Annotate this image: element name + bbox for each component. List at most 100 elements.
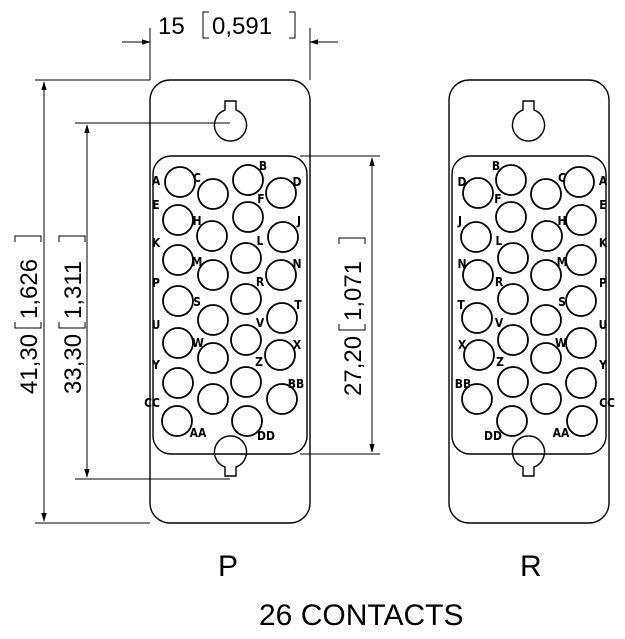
contact-label-p: P <box>152 276 160 290</box>
width-value: 15 <box>158 13 185 40</box>
contact-p <box>565 285 597 317</box>
contact-label-bb: BB <box>455 377 471 391</box>
contact-label-u: U <box>599 318 608 332</box>
contact-r <box>230 283 262 315</box>
dimension-insert-height: 27,20 1,071 <box>300 155 380 455</box>
contact-v <box>497 324 529 356</box>
contact-label-r: R <box>256 275 265 289</box>
mounting-hole-bottom-p <box>213 435 248 477</box>
contact-d <box>265 177 297 209</box>
contact-label-l: L <box>496 234 503 248</box>
contact-bb <box>461 383 493 415</box>
contact-label-a: A <box>599 174 608 188</box>
contact-label-d: D <box>458 175 467 189</box>
contact-label-y: Y <box>598 358 607 372</box>
contact-aa <box>530 383 562 415</box>
contact-label-w: W <box>192 336 204 350</box>
mounting-hole-bottom-r <box>511 435 546 477</box>
view-p-label: P <box>218 550 238 583</box>
contact-label-x: X <box>458 338 467 352</box>
contact-label-n: N <box>457 257 466 271</box>
contact-u <box>162 327 194 359</box>
contact-label-d: D <box>293 175 302 189</box>
contact-label-n: N <box>292 257 301 271</box>
view-r <box>448 79 610 524</box>
contact-label-k: K <box>599 236 608 250</box>
contact-label-t: T <box>457 298 465 312</box>
overall-height-value: 41,30 <box>16 334 43 394</box>
contact-e <box>565 204 597 236</box>
contact-label-t: T <box>294 298 302 312</box>
contact-v <box>230 324 262 356</box>
contact-label-cc: CC <box>144 396 160 410</box>
contact-s <box>197 304 229 336</box>
contact-label-f: F <box>494 192 501 206</box>
contact-a <box>164 166 196 198</box>
contact-f <box>232 201 264 233</box>
contact-label-u: U <box>152 318 161 332</box>
insert-height-inch-value: 1,071 <box>340 261 367 321</box>
contact-cc <box>161 405 193 437</box>
contact-p <box>162 285 194 317</box>
contact-label-h: H <box>192 214 201 228</box>
contact-w <box>530 342 562 374</box>
contact-label-f: F <box>257 192 264 206</box>
contact-z <box>230 366 262 398</box>
contact-label-dd: DD <box>484 429 502 443</box>
contact-k <box>565 244 597 276</box>
contact-dd <box>496 405 528 437</box>
contact-t <box>461 302 493 334</box>
width-inch-value: 0,591 <box>212 13 272 40</box>
contact-c <box>530 178 562 210</box>
caption: 26 CONTACTS <box>259 599 463 632</box>
contact-f <box>495 201 527 233</box>
contact-n <box>462 259 494 291</box>
contact-label-v: V <box>256 316 265 330</box>
contact-label-l: L <box>257 234 264 248</box>
contact-label-b: B <box>259 159 267 173</box>
contact-label-v: V <box>495 316 504 330</box>
contact-label-c: C <box>193 171 201 185</box>
contact-y <box>565 367 597 399</box>
contact-h <box>531 220 563 252</box>
contact-a <box>563 166 595 198</box>
contact-z <box>497 366 529 398</box>
contact-label-c: C <box>558 171 566 185</box>
contact-label-b: B <box>492 159 500 173</box>
insert-p <box>152 155 308 455</box>
contact-label-j: J <box>296 214 301 228</box>
view-r-label: R <box>520 550 542 583</box>
contact-j <box>267 221 299 253</box>
mounting-hole-top-r <box>511 100 546 142</box>
view-p <box>149 79 311 524</box>
overall-height-inch-value: 1,626 <box>16 259 43 319</box>
contact-label-x: X <box>293 338 302 352</box>
contact-e <box>162 204 194 236</box>
contact-label-aa: AA <box>553 426 570 440</box>
contact-b <box>232 164 264 196</box>
contact-label-z: Z <box>255 355 263 369</box>
contact-label-a: A <box>152 174 161 188</box>
contact-label-y: Y <box>151 358 160 372</box>
contact-m <box>197 259 229 291</box>
contact-label-s: S <box>193 295 201 309</box>
contact-label-cc: CC <box>599 396 615 410</box>
contact-k <box>162 244 194 276</box>
contact-l <box>230 242 262 274</box>
shell-r <box>448 79 610 524</box>
insert-r <box>451 155 607 455</box>
contact-label-z: Z <box>496 355 504 369</box>
contact-w <box>197 342 229 374</box>
contact-label-m: M <box>192 255 203 269</box>
contact-u <box>565 327 597 359</box>
contact-t <box>266 302 298 334</box>
shell-p <box>149 79 311 524</box>
contact-label-m: M <box>557 255 568 269</box>
mount-spacing-inch-value: 1,311 <box>60 261 87 319</box>
contact-bb <box>266 383 298 415</box>
contact-label-dd: DD <box>257 429 275 443</box>
mount-spacing-value: 33,30 <box>60 334 87 394</box>
